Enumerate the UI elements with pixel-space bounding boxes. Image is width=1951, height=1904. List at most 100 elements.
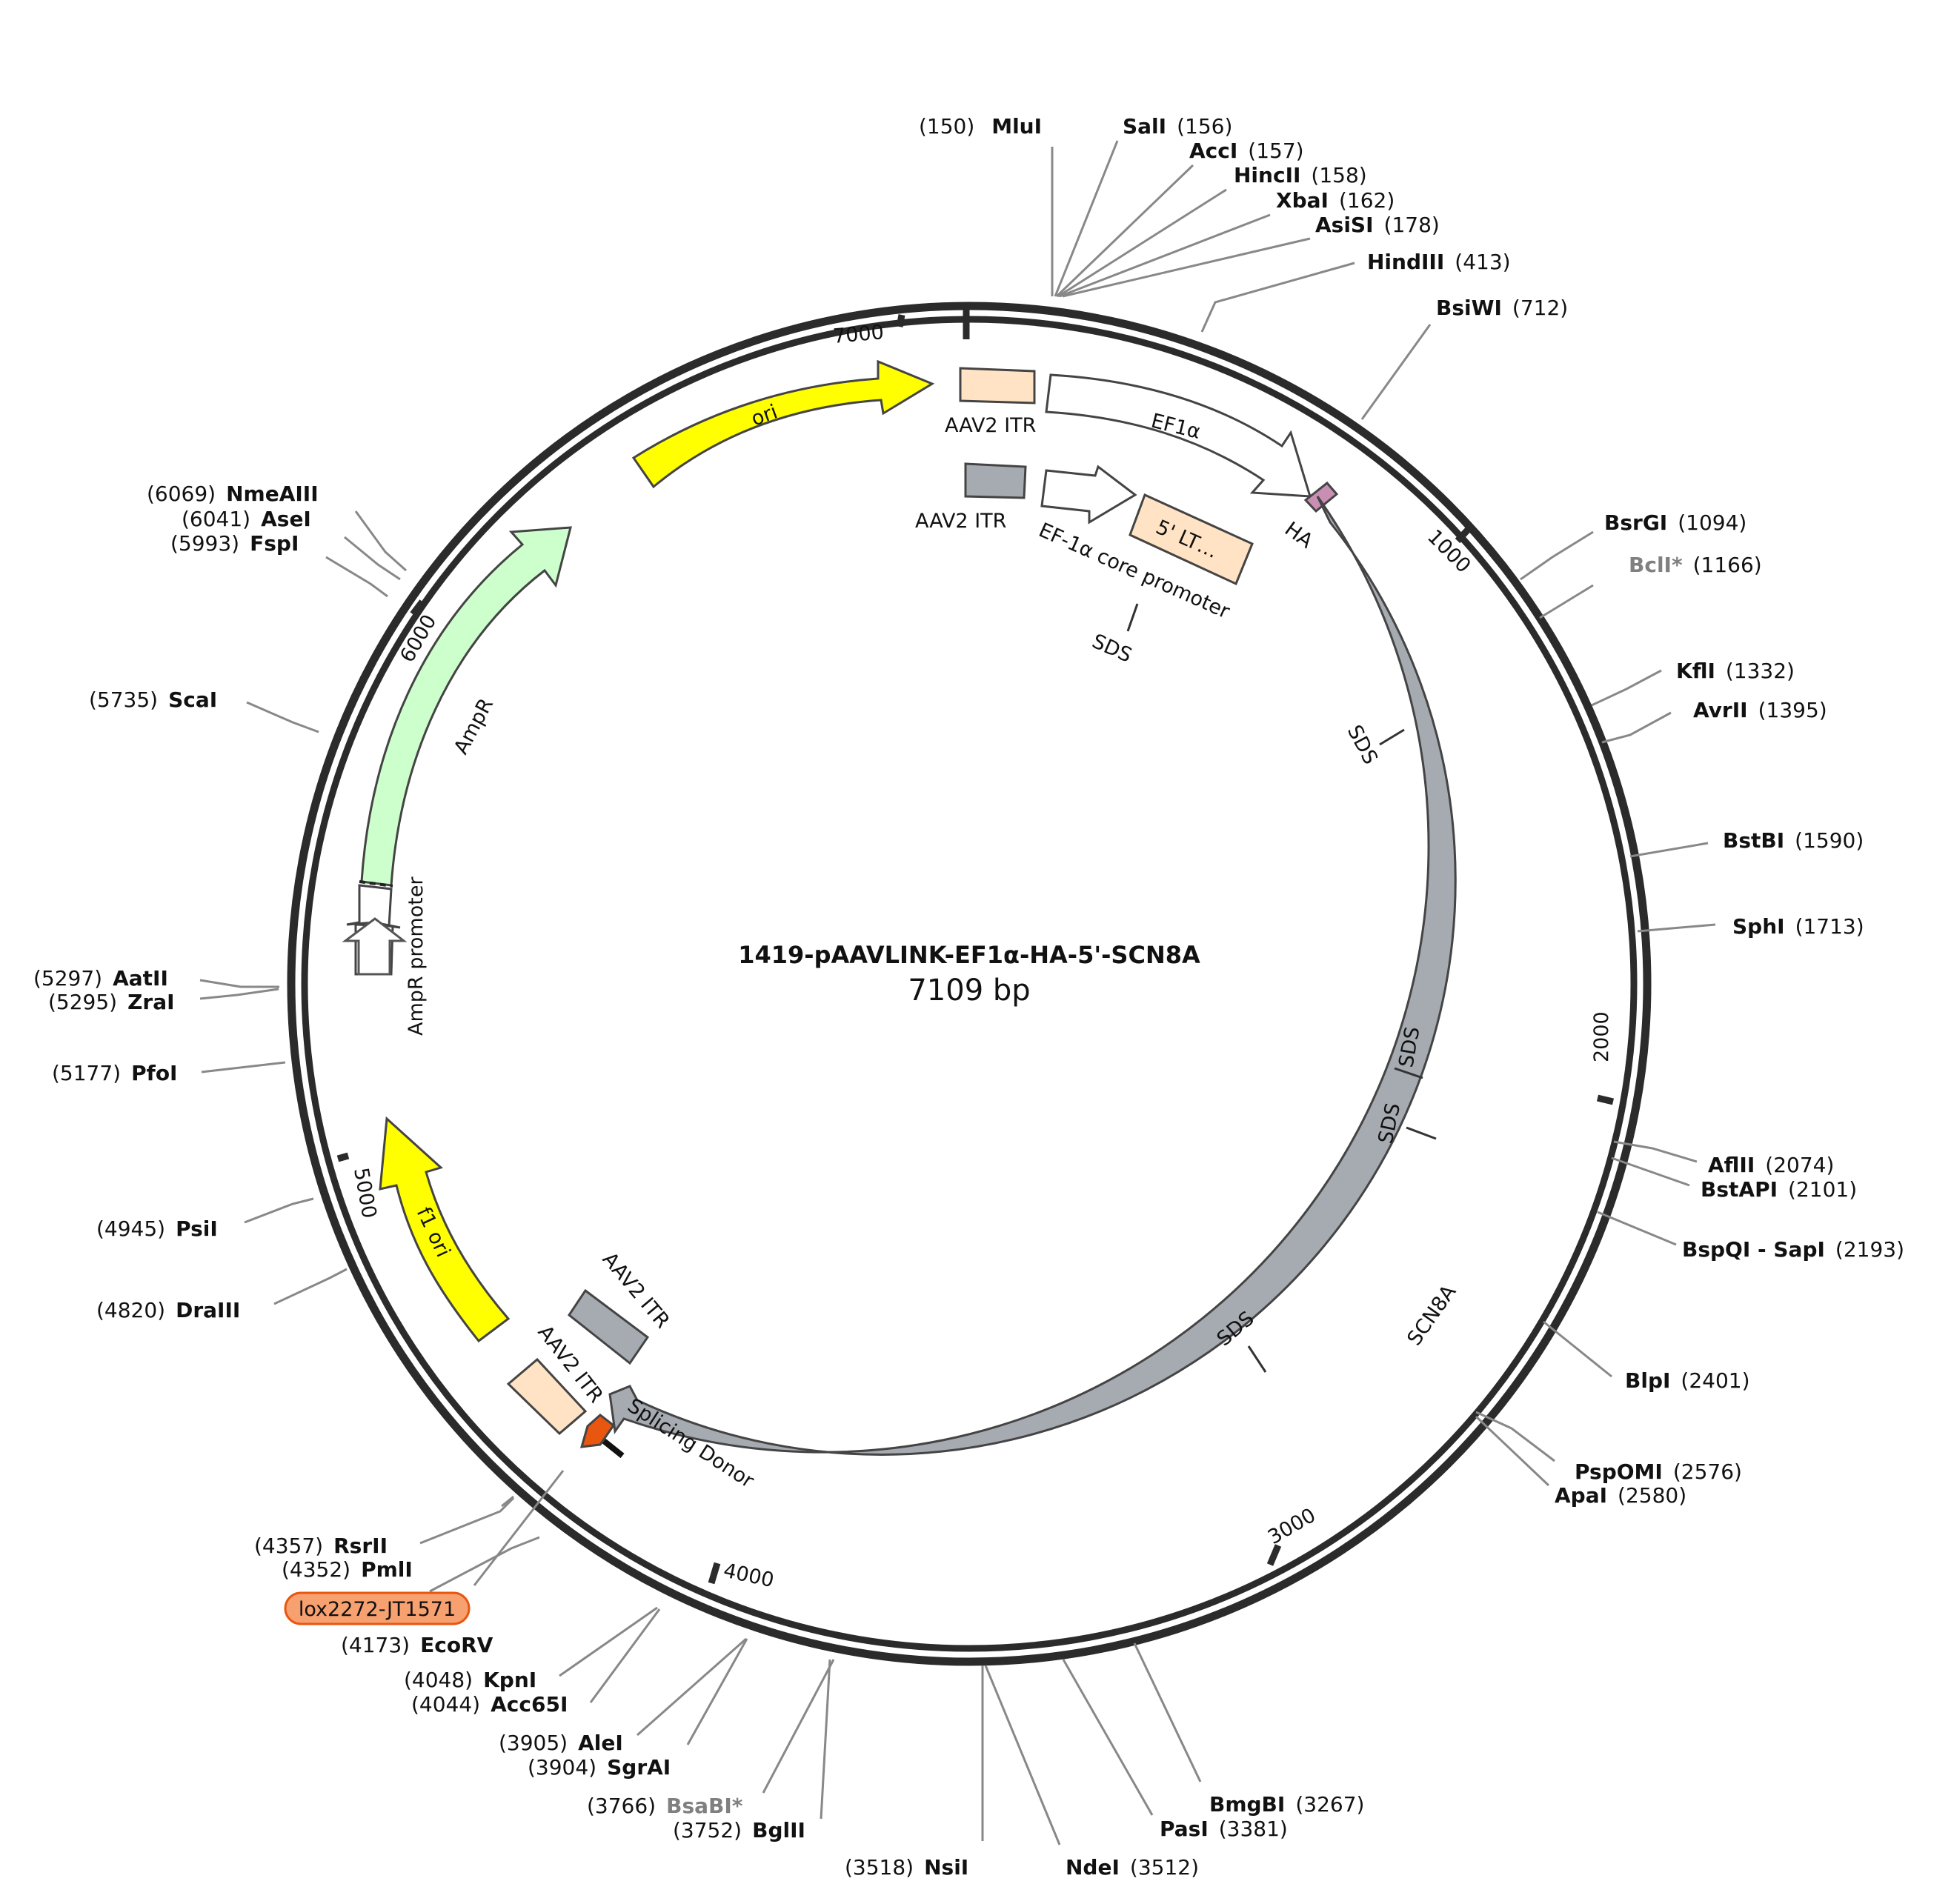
site-label: BspQI - SapI (2193) [1682,1237,1904,1262]
site-pos: (1590) [1795,828,1864,853]
site-pos: (5993) [170,531,239,556]
site-name: FspI [250,531,299,556]
lox-site[interactable]: lox2272-JT1571 [284,1470,565,1625]
site-pos: (2101) [1788,1177,1857,1202]
site-pos: (150) [919,114,974,139]
site-pos: (413) [1455,250,1510,274]
site-pos: (3518) [845,1855,914,1880]
site-name: SalI [1123,114,1166,139]
site-pos: (2580) [1618,1483,1686,1508]
feature-label-ampr-promoter: AmpR promoter [405,876,428,1036]
tick-label-7000: 7000 [832,321,885,348]
site-label: PspOMI(2576) [1575,1459,1742,1484]
site-pos: (5297) [33,966,102,991]
feature-ef1a[interactable]: EF1α [1045,373,1312,498]
site-label: (3904)SgrAI [528,1755,671,1780]
site-label: (4945)PsiI [96,1216,218,1241]
site-name: XbaI [1276,188,1329,213]
site-pos: (5735) [89,688,158,712]
site-name: BmgBI [1209,1792,1285,1817]
site-name: SgrAI [607,1755,671,1780]
site-pos: (1713) [1795,914,1864,939]
site-pos: (3752) [673,1818,742,1843]
site-label: BclI* (1166) [1629,553,1762,577]
site-label: (3518)NsiI [845,1855,968,1880]
feature-ori[interactable]: ori [631,359,935,489]
feature-label-aav2-itr-inner-top: AAV2 ITR [915,510,1006,533]
site-name: HincII [1234,163,1300,187]
feature-scn8a[interactable]: SCN8A [608,496,1461,1456]
site-label: HincII (158) [1234,163,1367,187]
plasmid-name: 1419-pAAVLINK-EF1α-HA-5'-SCN8A [738,941,1200,969]
site-label: (6069)NmeAIII [147,482,319,506]
site-name: BlpI [1625,1368,1670,1393]
site-pos: (3766) [587,1794,656,1818]
site-pos: (4820) [96,1298,165,1322]
site-name: BspQI - SapI [1682,1237,1825,1262]
site-label: AccI(157) [1189,139,1304,163]
site-name: BstBI [1723,828,1784,853]
site-name: PasI [1160,1817,1209,1841]
site-name: BstAPI [1701,1177,1778,1202]
site-label: (5297) AatII [33,966,168,991]
site-pos: (3905) [499,1731,568,1755]
site-name: EcoRV [420,1633,493,1657]
site-name: AvrII [1693,698,1748,722]
feature-five-ltr[interactable]: 5' LT… [1129,493,1254,586]
site-label: (5177)PfoI [52,1061,177,1085]
site-labels: (150) MluI SalI(156) AccI(157) HincII(15… [33,114,1904,1880]
site-name: BclI* [1629,553,1683,577]
site-label: (3905)AleI [499,1731,623,1755]
site-name: NdeI [1066,1855,1120,1880]
feature-ampr[interactable]: AmpR [359,526,572,888]
feature-label-ha: HA [1280,518,1317,553]
site-leaders [199,140,1716,1845]
site-pos: (2193) [1835,1237,1904,1262]
site-pos: (1094) [1678,510,1746,535]
site-pos: (6041) [182,507,250,531]
feature-label-scn8a: SCN8A [1403,1281,1460,1350]
feature-aav2-itr-outer-top[interactable]: AAV2 ITR [945,367,1036,437]
site-name: KflI [1676,659,1715,683]
site-pos: (158) [1311,163,1366,187]
site-name: BsiWI [1436,296,1502,320]
site-label: (5295)ZraI [48,990,175,1014]
site-label: SphI(1713) [1732,914,1864,939]
site-name: BsrGI [1604,510,1667,535]
site-pos: (3512) [1130,1855,1199,1880]
site-label: XbaI(162) [1276,188,1395,213]
site-pos: (2074) [1765,1153,1834,1177]
feature-aav2-itr-outer-bottom[interactable]: AAV2 ITR [506,1321,608,1436]
site-name: ApaI [1555,1483,1607,1508]
feature-aav2-itr-inner-top[interactable]: AAV2 ITR [915,462,1027,533]
site-pos: (1166) [1693,553,1762,577]
feature-aav2-itr-inner-bottom[interactable]: AAV2 ITR [567,1248,674,1365]
site-pos: (4044) [411,1692,480,1717]
site-name: ScaI [168,688,217,712]
sds-label: SDS [1343,722,1382,768]
site-label: (3752) BglII [673,1818,805,1843]
site-name: PsiI [176,1216,218,1241]
site-name: BglII [752,1818,805,1843]
site-label: BsiWI(712) [1436,296,1568,320]
site-name: AatII [113,966,168,991]
site-label: (6041)AseI [182,507,311,531]
site-pos: (178) [1384,213,1440,237]
site-name: KpnI [483,1668,536,1692]
site-pos: (4352) [282,1557,350,1582]
feature-f1-ori[interactable]: f1 ori [379,1116,511,1343]
feature-ampr-promoter[interactable]: AmpR promoter [342,876,428,1036]
site-label: AvrII(1395) [1693,698,1827,722]
site-name: HindIII [1367,250,1444,274]
site-label: (3766)BsaBI* [587,1794,743,1818]
site-label: (150) MluI [919,114,1042,139]
site-pos: (2576) [1673,1459,1742,1484]
site-label: (4357)RsrII [254,1534,388,1558]
site-label: BlpI(2401) [1625,1368,1750,1393]
site-label: ApaI (2580) [1555,1483,1686,1508]
site-pos: (5177) [52,1061,121,1085]
feature-label-ampr: AmpR [450,695,498,759]
tick-label-5000: 5000 [349,1166,380,1220]
site-name: AccI [1189,139,1237,163]
site-label: BstAPI (2101) [1701,1177,1857,1202]
